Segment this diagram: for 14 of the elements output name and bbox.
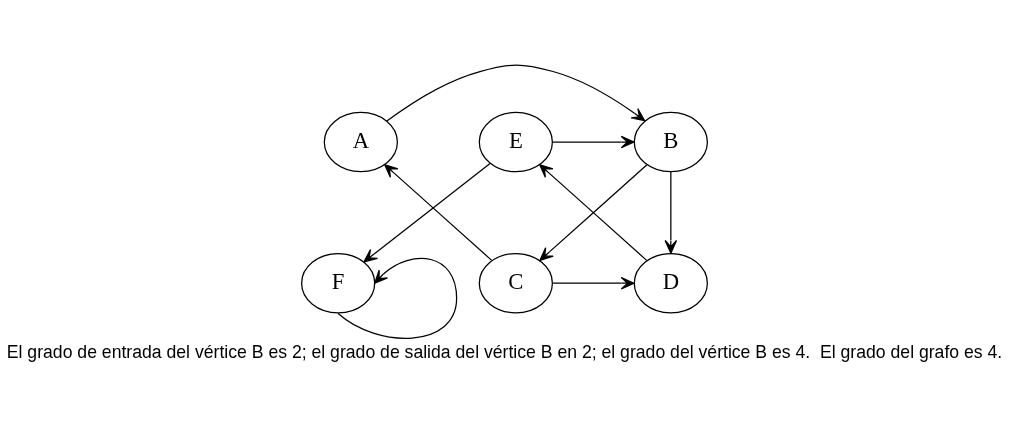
caption: El grado de entrada del vértice B es 2; el grado de salida del vértice B en 2; el grado del vértice B es 4. El grado del grafo es 4. [6,342,1003,363]
node-ellipse: F [301,252,376,314]
arrow [539,164,648,261]
node-ellipse: C [478,252,553,314]
node-ellipse: B [633,111,708,173]
node-ellipse: A [323,111,398,173]
arrow [664,171,678,254]
arrow [363,162,491,263]
arrow [552,276,635,290]
arrow [552,135,635,149]
arrow [384,164,493,261]
arrow [386,64,646,122]
node-ellipse: E [478,111,553,173]
node-ellipse: D [633,252,708,314]
